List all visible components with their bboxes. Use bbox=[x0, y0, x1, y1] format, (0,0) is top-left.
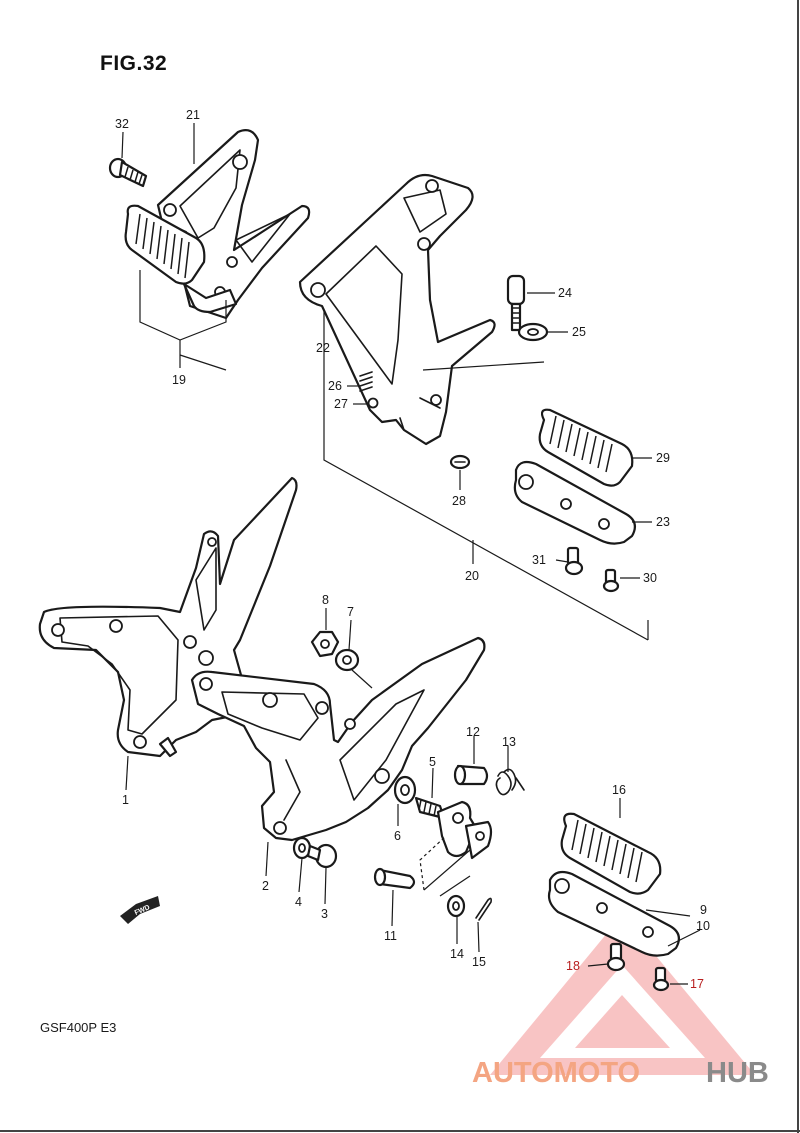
callout-21: 21 bbox=[186, 108, 200, 122]
callout-25: 25 bbox=[572, 325, 586, 339]
part-21-rear-bracket bbox=[156, 129, 311, 320]
callout-30: 30 bbox=[643, 571, 657, 585]
part-11-pin bbox=[373, 867, 416, 890]
figure-title: FIG.32 bbox=[100, 52, 167, 75]
part-19-footpeg-rubber bbox=[124, 204, 238, 314]
part-13-spring bbox=[495, 768, 525, 796]
part-23-footpeg bbox=[513, 460, 637, 545]
callout-29: 29 bbox=[656, 451, 670, 465]
callout-4: 4 bbox=[295, 895, 302, 909]
callout-labels: 32 21 19 22 24 25 26 27 28 29 23 20 31 3… bbox=[115, 108, 710, 991]
callout-26: 26 bbox=[328, 379, 342, 393]
callout-10: 10 bbox=[696, 919, 710, 933]
model-code: GSF400P E3 bbox=[40, 1020, 116, 1035]
callout-2: 2 bbox=[262, 879, 269, 893]
callout-28: 28 bbox=[452, 494, 466, 508]
callout-19: 19 bbox=[172, 373, 186, 387]
callout-31: 31 bbox=[532, 553, 546, 567]
callout-6: 6 bbox=[394, 829, 401, 843]
part-26-spring bbox=[359, 371, 373, 392]
watermark-text-primary: AUTOMOTO bbox=[472, 1057, 640, 1089]
part-3-bolt bbox=[306, 843, 338, 869]
callout-27: 27 bbox=[334, 397, 348, 411]
callout-11: 11 bbox=[384, 929, 397, 943]
callout-1: 1 bbox=[122, 793, 129, 807]
callout-14: 14 bbox=[450, 947, 464, 961]
callout-7: 7 bbox=[347, 605, 354, 619]
part-14-washer bbox=[446, 894, 466, 918]
watermark-triangle bbox=[490, 915, 755, 1075]
part-22-bracket bbox=[298, 173, 496, 446]
callout-17: 17 bbox=[690, 977, 704, 991]
part-30-bolt bbox=[602, 568, 620, 593]
watermark-logo: AUTOMOTO HUB bbox=[472, 1057, 769, 1089]
callout-15: 15 bbox=[472, 955, 486, 969]
part-24-bolt bbox=[506, 274, 526, 332]
fwd-arrow-icon: FWD bbox=[120, 896, 160, 924]
part-17-bolt bbox=[652, 966, 670, 992]
callout-32: 32 bbox=[115, 117, 129, 131]
part-9-footpeg bbox=[547, 870, 681, 957]
part-15-cotter-pin bbox=[475, 897, 492, 921]
leader-lines bbox=[121, 123, 701, 985]
callout-16: 16 bbox=[612, 783, 626, 797]
part-32-bolt bbox=[108, 157, 148, 188]
part-29-footpeg-rubber bbox=[538, 408, 634, 487]
part-12-collar bbox=[453, 764, 489, 786]
part-16-footpeg-rubber bbox=[560, 812, 662, 895]
callout-8: 8 bbox=[322, 593, 329, 607]
part-8-nut bbox=[310, 630, 340, 658]
part-25-washer bbox=[517, 322, 549, 342]
callout-24: 24 bbox=[558, 286, 572, 300]
callout-23: 23 bbox=[656, 515, 670, 529]
callout-12: 12 bbox=[466, 725, 480, 739]
callout-13: 13 bbox=[502, 735, 516, 749]
part-31-bolt bbox=[564, 546, 584, 576]
part-28-clip bbox=[449, 454, 471, 470]
part-18-bolt bbox=[606, 942, 626, 972]
callout-5: 5 bbox=[429, 755, 436, 769]
watermark-text-secondary: HUB bbox=[706, 1057, 769, 1089]
part-6-washer bbox=[393, 775, 417, 805]
callout-9: 9 bbox=[700, 903, 707, 917]
callout-20: 20 bbox=[465, 569, 479, 583]
callout-18: 18 bbox=[566, 959, 580, 973]
part-7-washer bbox=[334, 648, 360, 672]
part-2-bracket bbox=[190, 636, 486, 842]
callout-3: 3 bbox=[321, 907, 328, 921]
callout-22: 22 bbox=[316, 341, 330, 355]
part-27-ball bbox=[367, 397, 379, 409]
part-5-pivot bbox=[414, 796, 493, 860]
